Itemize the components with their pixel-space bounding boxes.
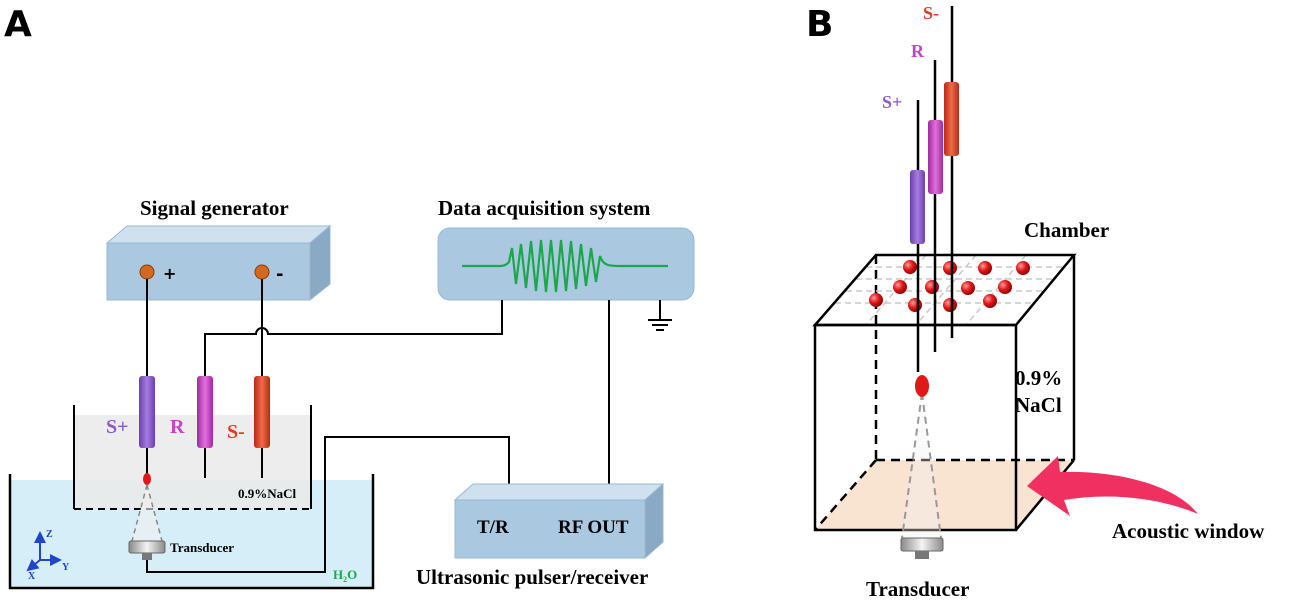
wires bbox=[146, 279, 610, 573]
transducer-b: Transducer bbox=[866, 375, 969, 601]
axis-z-label: Z bbox=[46, 529, 53, 540]
nacl-chamber: 0.9%NaCl bbox=[73, 405, 312, 510]
axis-x-label: X bbox=[28, 571, 36, 582]
rf-out-port-label: RF OUT bbox=[558, 517, 629, 538]
signal-generator: Signal generator + - bbox=[105, 196, 332, 302]
panel-b-letter: B bbox=[806, 4, 833, 45]
electrode-b-s-minus: S- bbox=[923, 3, 959, 156]
positive-sign: + bbox=[163, 264, 176, 283]
daq-title: Data acquisition system bbox=[438, 196, 651, 220]
focal-spot-b bbox=[915, 375, 929, 397]
electrode-b-r-label: R bbox=[911, 41, 925, 61]
panel-b: B bbox=[806, 3, 1265, 601]
acoustic-window-face bbox=[815, 460, 1074, 530]
panel-a-letter: A bbox=[4, 4, 32, 45]
nacl-label-line2: NaCl bbox=[1015, 393, 1062, 417]
ground-symbol bbox=[648, 300, 672, 331]
pulser-title: Ultrasonic pulser/receiver bbox=[416, 565, 648, 589]
chamber-label: Chamber bbox=[1024, 218, 1109, 242]
signal-generator-title: Signal generator bbox=[140, 196, 289, 220]
electrode-b-s-minus-label: S- bbox=[923, 3, 939, 23]
acoustic-window-label: Acoustic window bbox=[1112, 519, 1265, 543]
electrode-s-minus: S- bbox=[227, 376, 270, 448]
transducer-a: Transducer bbox=[128, 484, 234, 560]
focal-spot bbox=[143, 473, 151, 485]
ultrasonic-pulser-receiver: T/R RF OUT Ultrasonic pulser/receiver bbox=[416, 482, 665, 589]
negative-terminal bbox=[254, 264, 270, 280]
axes-indicator: Z Y X bbox=[26, 529, 70, 582]
acoustic-window-arrow bbox=[1027, 456, 1198, 516]
electrode-s-plus-label: S+ bbox=[106, 416, 129, 438]
data-acquisition-system: Data acquisition system bbox=[437, 196, 695, 331]
nacl-label-line1: 0.9% bbox=[1015, 366, 1062, 390]
microbubbles bbox=[869, 260, 1030, 312]
electrode-r-label: R bbox=[170, 416, 185, 438]
electrode-s-minus-label: S- bbox=[227, 421, 245, 443]
chamber-cube bbox=[812, 253, 1077, 532]
transducer-a-label: Transducer bbox=[170, 540, 234, 555]
water-label: H2O bbox=[333, 567, 357, 584]
electrode-s-plus: S+ bbox=[106, 376, 155, 485]
electrode-r: R bbox=[170, 376, 213, 448]
electrode-b-r: R bbox=[911, 41, 943, 194]
chamber-nacl-label: 0.9%NaCl bbox=[238, 486, 297, 501]
tr-port-label: T/R bbox=[477, 517, 509, 538]
electrode-b-s-plus-label: S+ bbox=[882, 92, 902, 112]
panel-a: A Signal generator + - Data acquisition … bbox=[4, 4, 695, 590]
transducer-b-label: Transducer bbox=[866, 577, 969, 601]
waveform bbox=[462, 239, 668, 293]
positive-terminal bbox=[139, 264, 155, 280]
electrode-b-s-plus: S+ bbox=[882, 92, 925, 244]
axis-y-label: Y bbox=[62, 562, 70, 573]
negative-sign: - bbox=[276, 264, 283, 285]
